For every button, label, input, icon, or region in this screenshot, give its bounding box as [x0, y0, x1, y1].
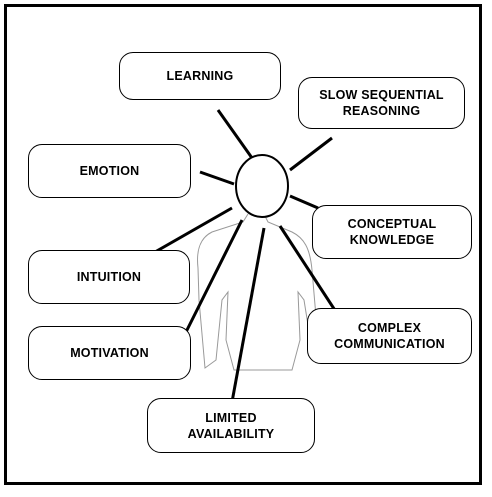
limited-availability-label: LIMITED AVAILABILITY	[187, 410, 275, 441]
connector-emotion	[199, 170, 235, 186]
connector-motivation	[176, 219, 244, 349]
person-body-outline	[197, 213, 319, 371]
intuition-label: INTUITION	[76, 270, 142, 284]
connector-learning	[216, 109, 254, 159]
connector-limited-availability	[230, 227, 266, 403]
connector-slow-reasoning	[289, 136, 333, 172]
connector-conceptual	[289, 194, 319, 210]
limited-availability-box: LIMITED AVAILABILITY	[147, 398, 315, 453]
learning-label: LEARNING	[166, 69, 234, 83]
learning-box: LEARNING	[119, 52, 281, 100]
intuition-box: INTUITION	[28, 250, 190, 304]
motivation-box: MOTIVATION	[28, 326, 191, 380]
person-head	[235, 154, 289, 218]
motivation-label: MOTIVATION	[70, 346, 149, 360]
complex-communication-label: COMPLEX COMMUNICATION	[334, 321, 445, 351]
complex-communication-box: COMPLEX COMMUNICATION	[307, 308, 472, 364]
connector-complex-communication	[278, 225, 342, 319]
conceptual-knowledge-box: CONCEPTUAL KNOWLEDGE	[312, 205, 472, 259]
emotion-box: EMOTION	[28, 144, 191, 198]
connector-intuition	[147, 206, 233, 258]
slow-reasoning-box: SLOW SEQUENTIAL REASONING	[298, 77, 465, 129]
emotion-label: EMOTION	[79, 164, 140, 178]
conceptual-knowledge-label: CONCEPTUAL KNOWLEDGE	[347, 217, 437, 247]
slow-reasoning-label: SLOW SEQUENTIAL REASONING	[319, 88, 444, 118]
